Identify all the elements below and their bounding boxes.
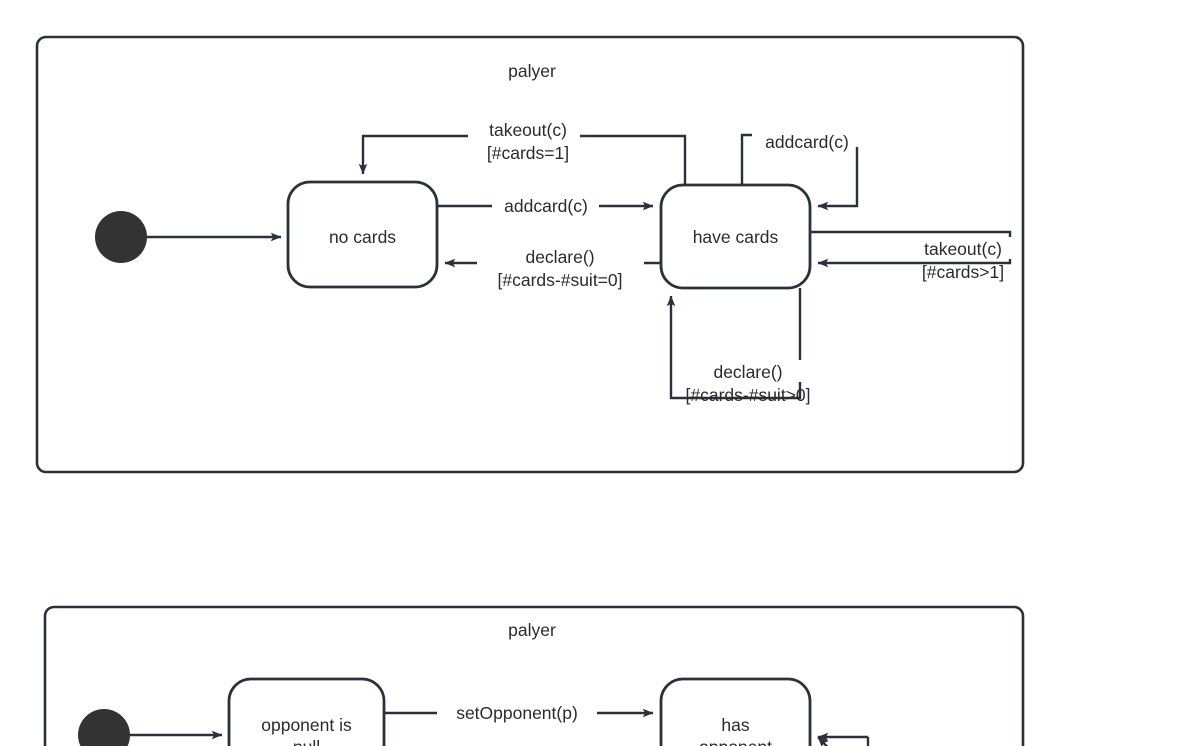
edge-takeout-have-to-no-guard: [#cards=1] bbox=[487, 143, 569, 163]
edge-takeout1-label-bg bbox=[468, 118, 580, 140]
edge-declare-self-event: declare() bbox=[713, 362, 782, 382]
edge-declare-have-to-no-guard: [#cards-#suit=0] bbox=[498, 270, 623, 290]
edge-addcard-no-to-have-label: addcard(c) bbox=[504, 196, 588, 216]
initial-state-node-opponent bbox=[78, 709, 130, 746]
edge-setopponent-label: setOpponent(p) bbox=[456, 703, 578, 723]
diagram-cards-statechart: palyer no cards have cards addcard(c) ta… bbox=[35, 35, 1025, 474]
state-has-opponent[interactable] bbox=[659, 677, 812, 746]
state-have-cards[interactable] bbox=[659, 183, 812, 290]
edge-addcard-self-label: addcard(c) bbox=[765, 132, 849, 152]
state-no-cards-label: no cards bbox=[329, 227, 396, 247]
edge-declare-self-label-bg bbox=[678, 360, 858, 382]
state-has-opponent-label-line1: has bbox=[721, 715, 749, 735]
edge-takeout-have-to-no-event: takeout(c) bbox=[489, 120, 567, 140]
state-opponent-is-null-label-line1: opponent is bbox=[261, 715, 352, 735]
state-opponent-is-null[interactable] bbox=[227, 677, 386, 746]
state-opponent-is-null-label-line2: null bbox=[293, 737, 320, 746]
frame-title-opponent: palyer bbox=[508, 620, 556, 640]
edge-addcard-self-label-bg bbox=[752, 125, 862, 147]
edge-takeout-self-label-bg bbox=[908, 237, 1020, 259]
state-has-opponent-label-line2: opponent bbox=[699, 737, 772, 746]
frame-title-cards: palyer bbox=[508, 61, 556, 81]
edge-takeout-self-event: takeout(c) bbox=[924, 239, 1002, 259]
edge-addcard-label-bg bbox=[492, 195, 599, 217]
edge-setopponent-label-bg bbox=[437, 702, 597, 724]
state-no-cards[interactable] bbox=[286, 180, 439, 289]
state-have-cards-label: have cards bbox=[693, 227, 779, 247]
edge-declare-have-to-no-event: declare() bbox=[525, 247, 594, 267]
edge-declare1-label-bg bbox=[477, 248, 644, 270]
edge-declare-self-guard: [#cards-#suit>0] bbox=[686, 385, 811, 405]
diagram-opponent-statechart: palyer opponent is null has opponent set… bbox=[43, 605, 1025, 746]
edge-takeout-self-guard: [#cards>1] bbox=[922, 262, 1004, 282]
edge-declare-self-loop bbox=[666, 288, 802, 400]
initial-state-node-cards bbox=[95, 211, 147, 263]
